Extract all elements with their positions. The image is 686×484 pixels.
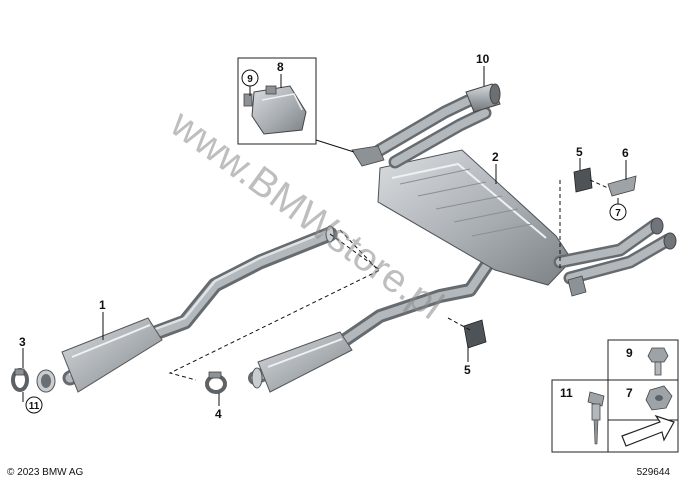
callout-3: 3 (19, 335, 26, 349)
callout-5-upper: 5 (576, 145, 583, 159)
panel-label-11: 11 (560, 386, 573, 400)
actuator-detail-box (237, 57, 355, 153)
direction-arrow-icon (621, 414, 675, 447)
callout-10: 10 (476, 52, 490, 66)
panel-label-9: 9 (626, 346, 633, 360)
screw-clip-icon (587, 391, 605, 445)
mount-bracket (607, 175, 637, 197)
leader-lines (22, 66, 627, 406)
front-pipe-with-middle-silencer (36, 225, 338, 393)
callout-9-circled: 9 (247, 74, 253, 85)
callout-11-circle (25, 396, 43, 414)
callout-6: 6 (622, 146, 629, 160)
hardware-panel (551, 339, 679, 453)
nut-icon (645, 385, 673, 411)
callout-7-circle (609, 203, 627, 221)
rubber-mount-lower (463, 319, 487, 349)
callout-7-circled: 7 (615, 208, 621, 219)
copyright: © 2023 BMW AG (7, 467, 84, 478)
callout-5-lower: 5 (464, 363, 471, 377)
clamp-part-4 (205, 371, 227, 394)
assembly-dashed-lines (168, 179, 609, 381)
callout-8: 8 (277, 60, 284, 74)
panel-label-7: 7 (626, 386, 633, 400)
rubber-mount-upper (573, 167, 593, 193)
callout-2: 2 (492, 150, 499, 164)
diagram-number: 529644 (637, 467, 671, 478)
tailpipe-trim (465, 83, 501, 113)
callout-4: 4 (215, 407, 222, 421)
rear-silencer-with-pipes (248, 93, 677, 393)
bolt-icon (647, 347, 669, 376)
clamp-part-3 (11, 368, 29, 392)
callout-9-circle (241, 69, 259, 87)
callout-1: 1 (99, 298, 106, 312)
callout-labels: 1 2 3 4 5 5 6 8 10 7 9 11 9 7 11 (19, 52, 633, 421)
callout-11-circled: 11 (29, 401, 40, 412)
